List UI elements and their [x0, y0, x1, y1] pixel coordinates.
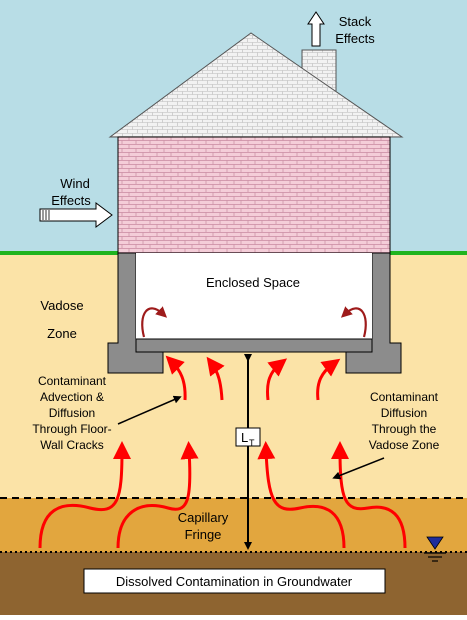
enclosed-space-area — [136, 253, 372, 339]
vadose-label-2: Zone — [47, 326, 77, 341]
advection-label-3: Diffusion — [49, 406, 95, 420]
red-arrow-left-1 — [38, 441, 131, 549]
house-walls — [117, 136, 391, 254]
basement-floor-slab — [135, 338, 373, 353]
curl-arrow-right — [340, 306, 367, 338]
red-arrow-slab-3 — [266, 358, 288, 401]
lt-label-main: L — [241, 430, 248, 445]
red-arrow-slab-1 — [165, 355, 187, 401]
curl-arrow-left — [141, 306, 168, 338]
diffusion-label-1: Contaminant — [370, 390, 439, 404]
diffusion-label-3: Through the — [372, 422, 437, 436]
vadose-label-1: Vadose — [40, 298, 83, 313]
wind-effects-label-1: Wind — [60, 176, 90, 191]
groundwater-label-box — [83, 568, 386, 594]
enclosed-space-label: Enclosed Space — [206, 275, 300, 290]
red-arrow-left-2 — [116, 441, 199, 549]
advection-label-2: Advection & — [40, 390, 104, 404]
capillary-fringe-label-2: Fringe — [185, 527, 222, 542]
red-arrow-right-1 — [257, 441, 346, 549]
advection-label-5: Wall Cracks — [40, 438, 104, 452]
wind-effects-label-2: Effects — [51, 193, 91, 208]
advection-pointer-arrow — [117, 395, 182, 425]
advection-label-4: Through Floor- — [32, 422, 111, 436]
groundwater-label: Dissolved Contamination in Groundwater — [116, 574, 353, 589]
red-arrow-slab-2 — [206, 356, 225, 401]
red-arrow-slab-4 — [316, 358, 341, 401]
lt-label-subscript: T — [249, 438, 255, 448]
water-table-triangle-icon — [424, 536, 446, 562]
red-arrow-right-2 — [331, 441, 407, 549]
capillary-fringe-label-1: Capillary — [178, 510, 229, 525]
right-arrow-icon — [39, 202, 113, 228]
diffusion-label-2: Diffusion — [381, 406, 427, 420]
wind-arrow-tail-lines — [42, 210, 50, 220]
up-arrow-icon — [307, 11, 325, 47]
advection-label-1: Contaminant — [38, 374, 107, 388]
lt-label-box — [235, 427, 261, 447]
diffusion-pointer-arrow — [332, 457, 385, 480]
stack-effects-label-2: Effects — [335, 31, 375, 46]
stack-effects-label-1: Stack — [339, 14, 372, 29]
diffusion-label-4: Vadose Zone — [369, 438, 440, 452]
